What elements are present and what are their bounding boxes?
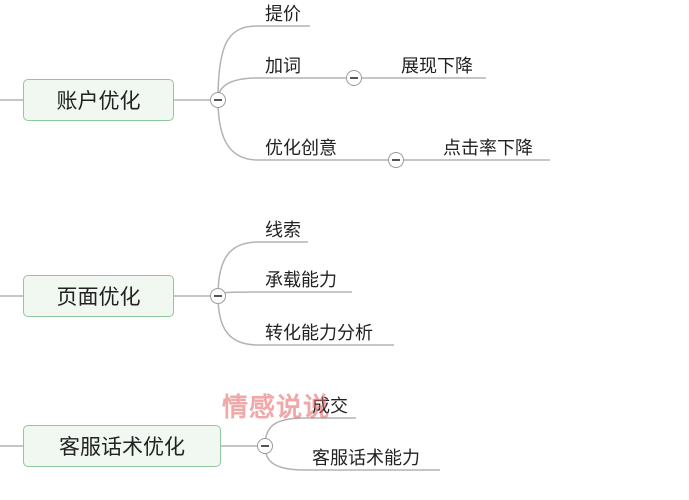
- subtopic-carrying-capacity[interactable]: 承载能力: [265, 270, 337, 291]
- subtopic-impressions-drop[interactable]: 展现下降: [401, 56, 473, 77]
- collapse-toggle-icon[interactable]: [346, 70, 362, 86]
- collapse-toggle-icon[interactable]: [388, 152, 404, 168]
- subtopic-leads[interactable]: 线索: [265, 220, 301, 241]
- watermark: 情感说说: [222, 393, 331, 423]
- subtopic-deal[interactable]: 成交: [312, 396, 348, 417]
- subtopic-optimize-creative[interactable]: 优化创意: [265, 138, 337, 159]
- topic-customer-service-script[interactable]: 客服话术优化: [23, 425, 221, 467]
- subtopic-ctr-drop[interactable]: 点击率下降: [443, 138, 533, 159]
- subtopic-raise-bid[interactable]: 提价: [265, 4, 301, 25]
- collapse-toggle-icon[interactable]: [210, 288, 226, 304]
- topic-account-optimization[interactable]: 账户优化: [23, 79, 174, 121]
- collapse-toggle-icon[interactable]: [257, 438, 273, 454]
- subtopic-service-script-ability[interactable]: 客服话术能力: [312, 448, 420, 469]
- topic-page-optimization[interactable]: 页面优化: [23, 275, 174, 317]
- collapse-toggle-icon[interactable]: [210, 92, 226, 108]
- subtopic-conversion-analysis[interactable]: 转化能力分析: [265, 323, 373, 344]
- subtopic-add-keywords[interactable]: 加词: [265, 56, 301, 77]
